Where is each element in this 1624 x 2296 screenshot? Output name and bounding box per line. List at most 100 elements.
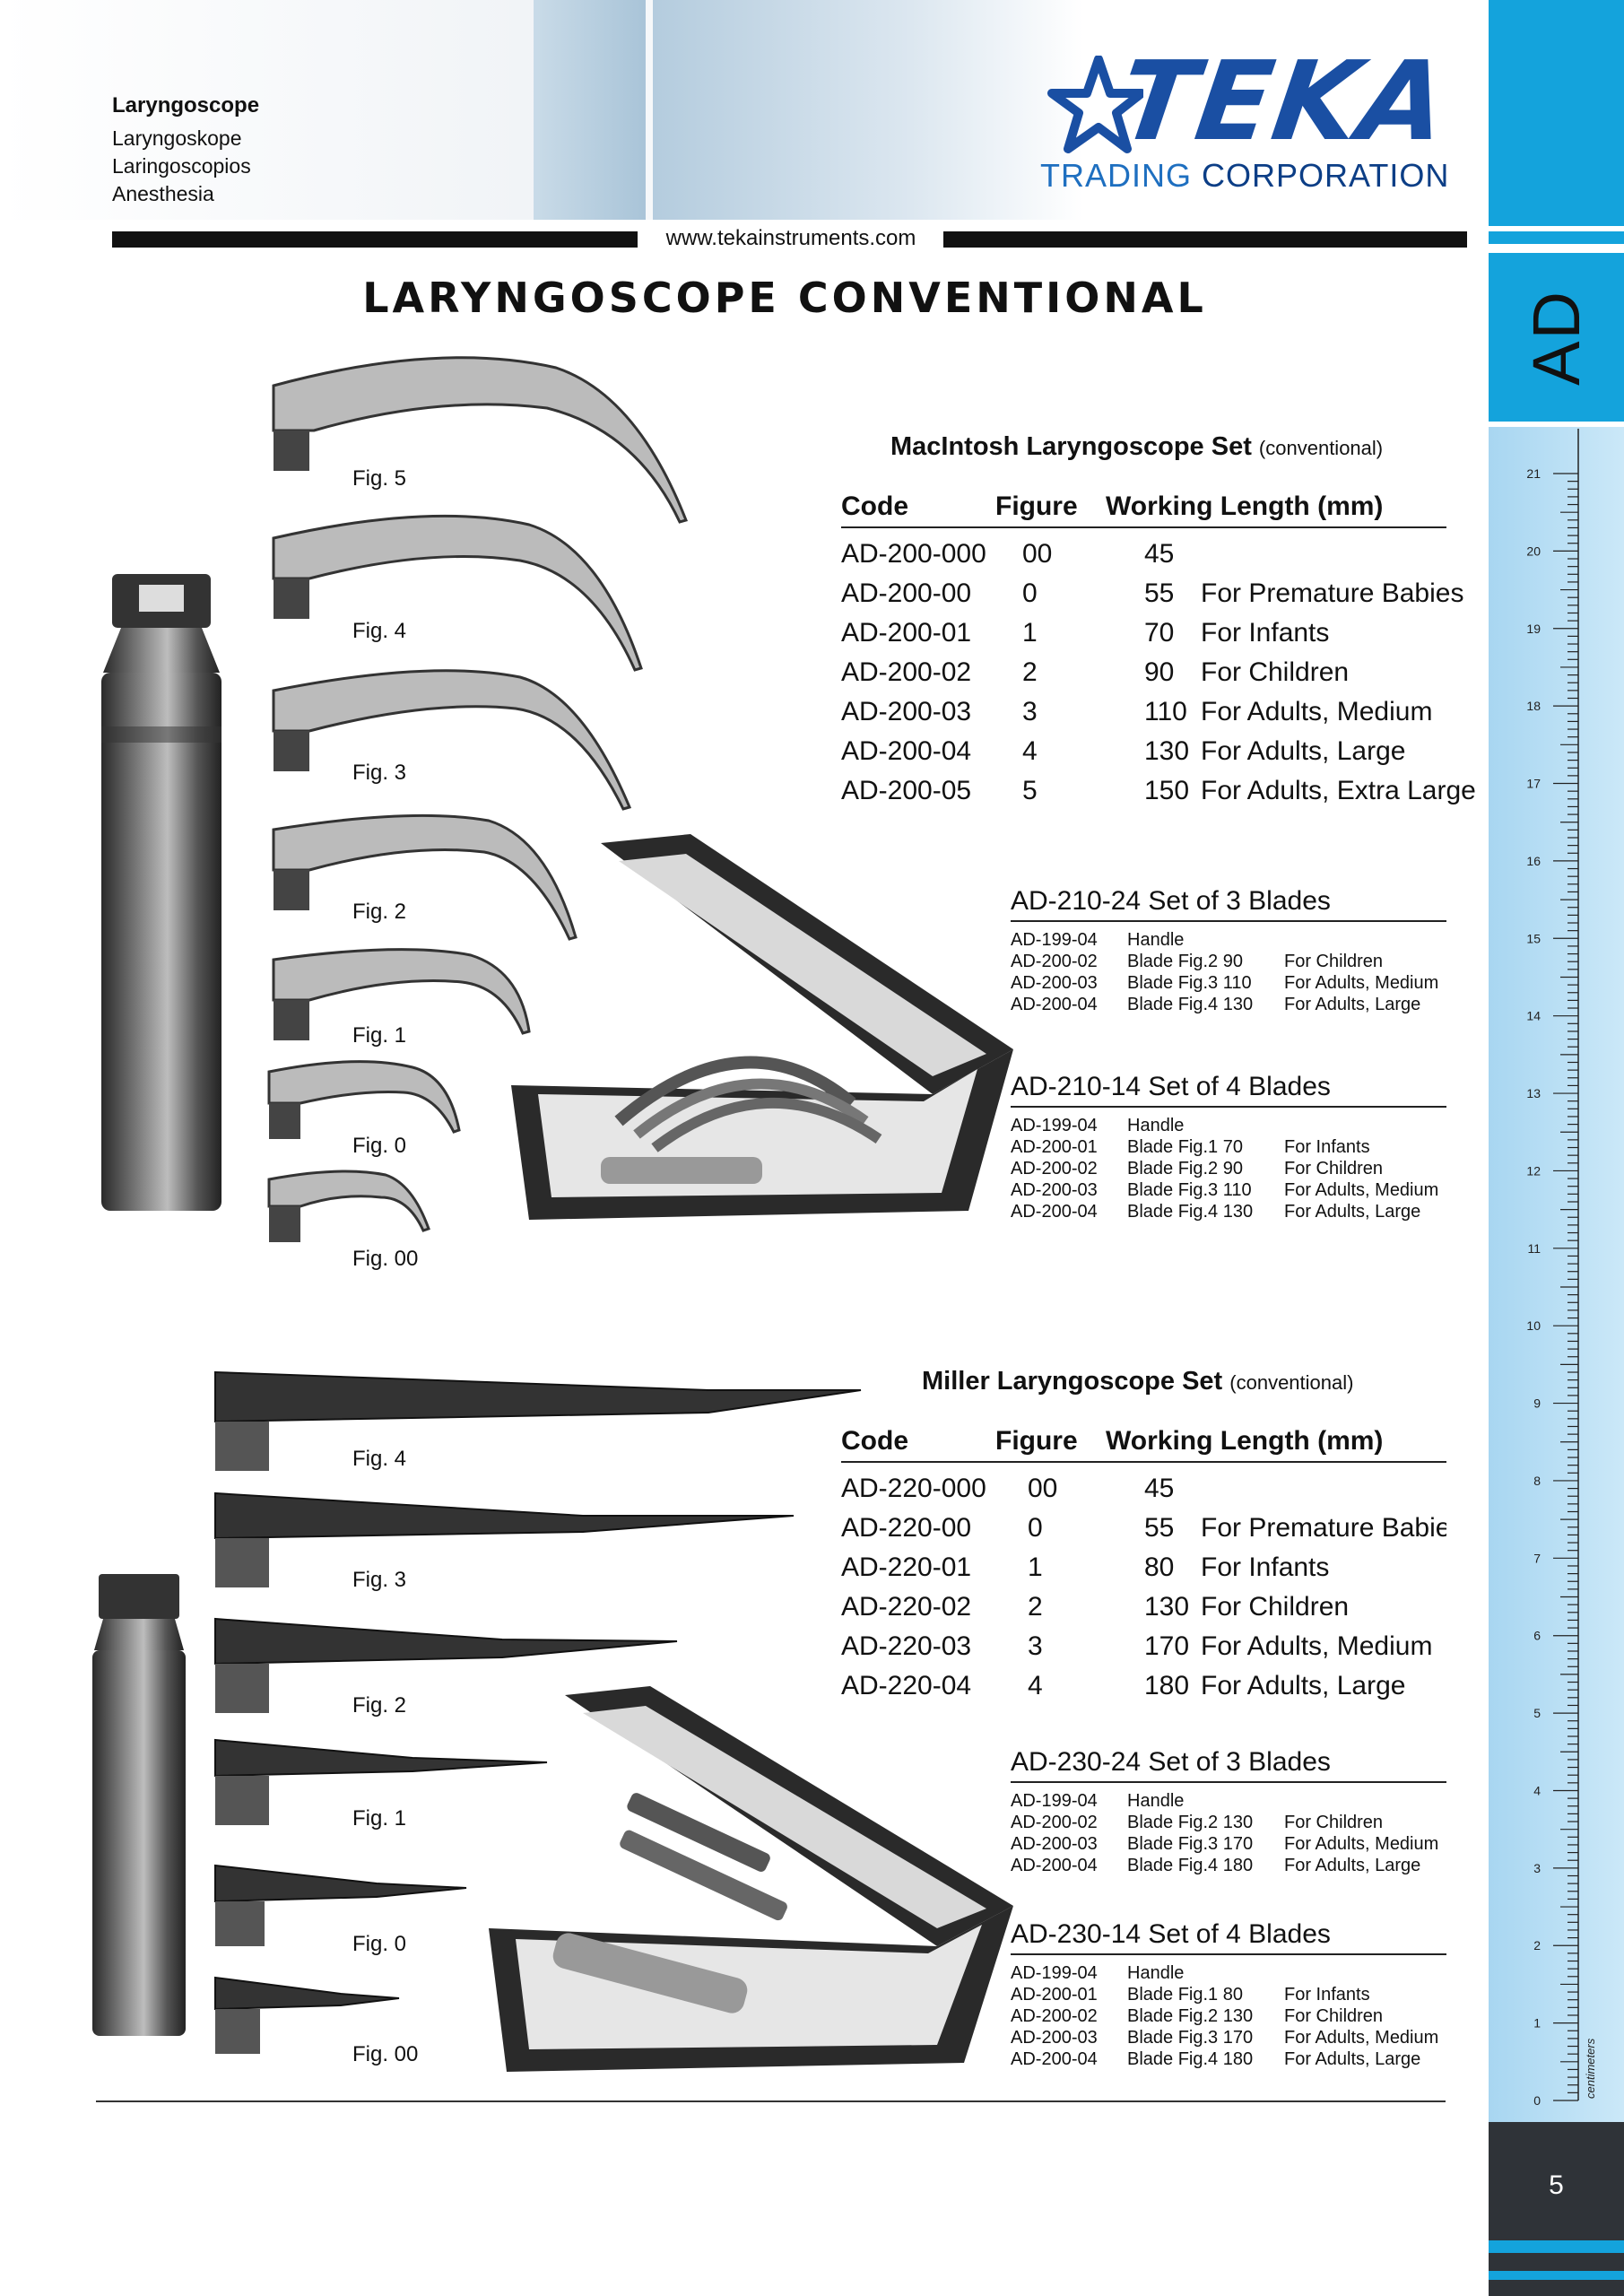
- length-cell: 90: [1144, 657, 1175, 687]
- figure-label: Fig. 4: [352, 619, 407, 643]
- figure-cell: 0: [1022, 578, 1038, 608]
- ruler-number: 10: [1526, 1318, 1541, 1333]
- figure-label: Fig. 3: [352, 761, 407, 785]
- ruler-scale: 2120191817161514131211109876543210centim…: [1526, 429, 1597, 2108]
- miller-blades-image: [214, 1370, 862, 2054]
- set-title: AD-210-14 Set of 4 Blades: [1011, 1072, 1331, 1101]
- set-item-desc: Blade Fig.3 170: [1127, 1834, 1254, 1854]
- note-cell: For Children: [1201, 1592, 1350, 1622]
- category-title-de: Laryngoskope: [112, 126, 242, 150]
- ruler-number: 19: [1526, 622, 1541, 636]
- note-cell: For Children: [1201, 657, 1350, 687]
- figure-label: Fig. 1: [352, 1806, 407, 1831]
- column-header-figure: Figure: [995, 1426, 1078, 1456]
- ruler-number: 5: [1533, 1706, 1541, 1720]
- website-link[interactable]: www.tekainstruments.com: [665, 226, 916, 250]
- column-header-figure: Figure: [995, 491, 1078, 521]
- set-item-desc: Handle: [1127, 1116, 1185, 1135]
- set-rule: [1011, 920, 1446, 922]
- sidebar-divider: [1489, 231, 1624, 244]
- sidebar-bottom-block: [1489, 2253, 1624, 2296]
- code-cell: AD-220-03: [841, 1631, 972, 1661]
- table-rule: [841, 1461, 1446, 1463]
- company-logo-wordmark: TEKA: [1112, 38, 1456, 165]
- page-title: LARYNGOSCOPE CONVENTIONAL: [362, 274, 1207, 322]
- ruler-number: 9: [1533, 1396, 1541, 1411]
- set-item-desc: Blade Fig.3 110: [1127, 1180, 1252, 1200]
- category-titles: Laryngoscope Laryngoskope Laringoscopios…: [112, 91, 259, 208]
- ruler-number: 13: [1526, 1086, 1541, 1100]
- set-item-desc: Blade Fig.2 130: [1127, 1813, 1254, 1832]
- macintosh-blades-image: [267, 356, 689, 1242]
- figure-label: Fig. 5: [352, 466, 407, 491]
- sidebar-bottom-stripe: [1489, 2240, 1624, 2253]
- set-item-detail: For Adults, Medium: [1284, 973, 1439, 993]
- figure-cell: 3: [1022, 697, 1038, 726]
- figure-cell: 00: [1028, 1474, 1058, 1503]
- column-header-length: Working Length (mm): [1106, 491, 1384, 521]
- note-cell: For Adults, Medium: [1201, 1631, 1433, 1661]
- figure-cell: 1: [1022, 618, 1038, 648]
- length-cell: 70: [1144, 618, 1175, 648]
- set-item-detail: For Children: [1284, 2006, 1384, 2026]
- length-cell: 55: [1144, 1513, 1175, 1543]
- ruler-number: 12: [1526, 1163, 1541, 1178]
- section-code-label: AD: [1519, 289, 1594, 386]
- figure-cell: 4: [1028, 1671, 1043, 1700]
- length-cell: 80: [1144, 1552, 1175, 1582]
- figure-cell: 1: [1028, 1552, 1043, 1582]
- code-cell: AD-220-000: [841, 1474, 986, 1503]
- figure-cell: 0: [1028, 1513, 1043, 1543]
- set-item-desc: Blade Fig.4 180: [1127, 1856, 1254, 1875]
- figure-cell: 5: [1022, 776, 1038, 805]
- ruler-number: 17: [1526, 777, 1541, 791]
- ruler-number: 8: [1533, 1474, 1541, 1488]
- figure-cell: 4: [1022, 736, 1038, 766]
- length-cell: 110: [1144, 697, 1187, 726]
- header-stripe: [534, 0, 646, 220]
- code-cell: AD-220-04: [841, 1671, 972, 1700]
- set-title: AD-230-14 Set of 4 Blades: [1011, 1919, 1331, 1949]
- set-item-detail: For Adults, Medium: [1284, 2028, 1439, 2048]
- figure-cell: 2: [1028, 1592, 1043, 1622]
- page-number: 5: [1549, 2170, 1564, 2200]
- code-cell: AD-200-00: [841, 578, 972, 608]
- set-item-code: AD-200-01: [1011, 1137, 1098, 1157]
- set-rule: [1011, 1781, 1446, 1783]
- miller-case-image: [489, 1686, 1013, 2072]
- set-item-code: AD-200-02: [1011, 1159, 1098, 1178]
- ruler-number: 11: [1527, 1241, 1541, 1256]
- code-cell: AD-200-02: [841, 657, 972, 687]
- set-title: AD-230-24 Set of 3 Blades: [1011, 1747, 1331, 1777]
- ruler-number: 16: [1526, 854, 1541, 868]
- macintosh-case-image: [511, 834, 1013, 1220]
- figure-cell: 2: [1022, 657, 1038, 687]
- set-item-code: AD-200-02: [1011, 952, 1098, 971]
- column-header-code: Code: [841, 1426, 908, 1456]
- note-cell: For Adults, Large: [1201, 736, 1406, 766]
- ruler-number: 7: [1533, 1551, 1541, 1565]
- ruler-number: 0: [1533, 2093, 1541, 2108]
- set-item-code: AD-200-03: [1011, 1834, 1098, 1854]
- figure-cell: 3: [1028, 1631, 1043, 1661]
- star-logo-icon: [1047, 56, 1143, 153]
